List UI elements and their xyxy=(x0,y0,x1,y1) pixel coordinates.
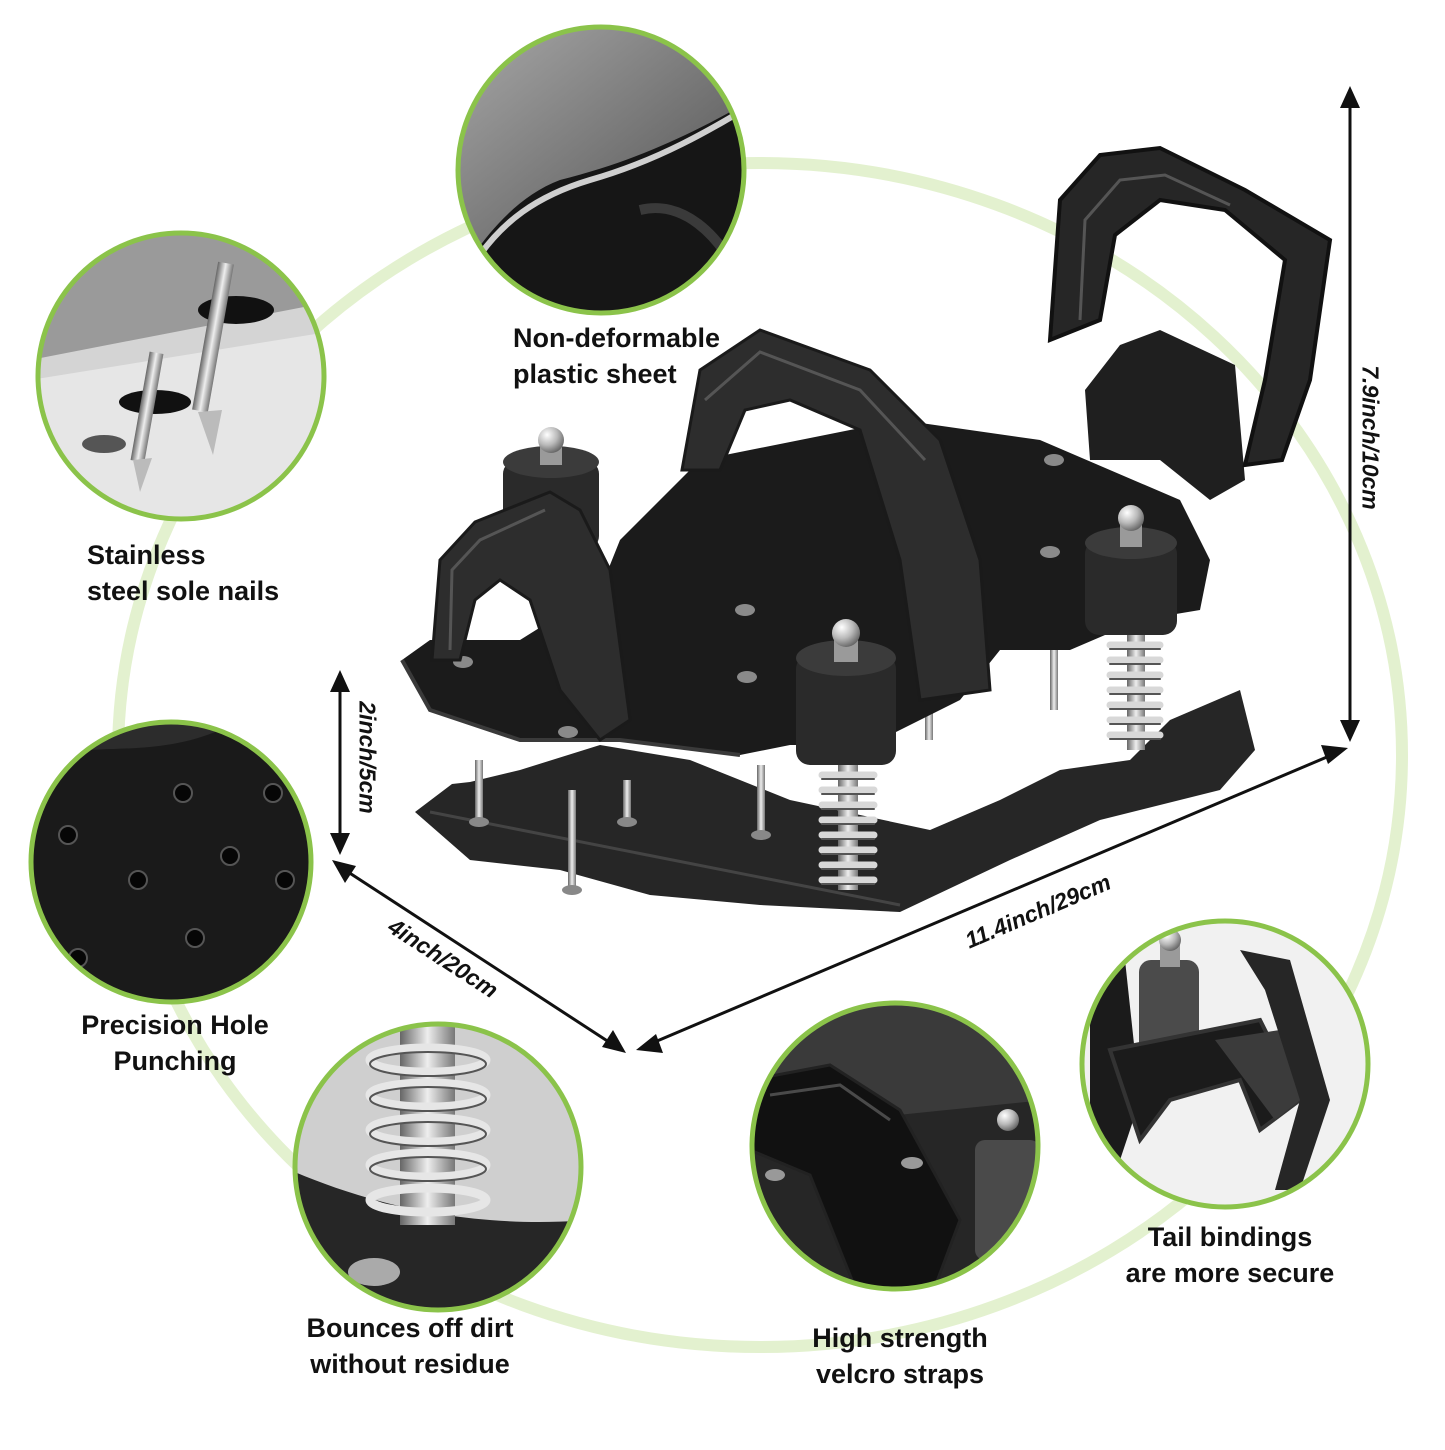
caption-sole-nails: Stainless steel sole nails xyxy=(87,537,279,609)
caption-line: Tail bindings xyxy=(1147,1222,1313,1252)
detail-spring xyxy=(295,1024,581,1310)
spring-housing-back xyxy=(1085,505,1177,635)
caption-line: Bounces off dirt xyxy=(306,1313,514,1343)
detail-velcro-straps xyxy=(752,1003,1038,1289)
tail-strap xyxy=(1047,145,1333,468)
caption-tail-binding: Tail bindings are more secure xyxy=(1085,1219,1375,1291)
detail-precision-holes xyxy=(31,722,311,1002)
caption-line: Punching xyxy=(113,1046,237,1076)
caption-precision-holes: Precision Hole Punching xyxy=(20,1007,330,1079)
caption-line: plastic sheet xyxy=(513,359,677,389)
caption-line: velcro straps xyxy=(815,1359,985,1389)
detail-ring-straps xyxy=(749,1000,1041,1292)
dimension-arrows xyxy=(330,86,1360,1053)
front-strap xyxy=(430,490,632,743)
caption-line: High strength xyxy=(812,1323,988,1353)
detail-plastic-sheet xyxy=(458,27,744,313)
bottom-plate xyxy=(415,690,1255,912)
caption-line: Non-deformable xyxy=(513,323,721,353)
spring-front xyxy=(818,760,878,890)
caption-velcro-straps: High strength velcro straps xyxy=(755,1320,1045,1392)
product-illustration xyxy=(400,145,1333,912)
detail-ring-tail xyxy=(1079,918,1371,1210)
caption-line: without residue xyxy=(310,1349,510,1379)
caption-spring: Bounces off dirt without residue xyxy=(260,1310,560,1382)
spring-back xyxy=(1106,630,1164,750)
dimension-spring-height-label: 2inch/5cm xyxy=(354,701,381,814)
spring-housing-front xyxy=(796,619,896,765)
detail-ring-plastic xyxy=(455,24,747,316)
detail-ring-spring xyxy=(292,1021,584,1313)
caption-line: are more secure xyxy=(1125,1258,1335,1288)
detail-ring-holes xyxy=(28,719,314,1005)
detail-sole-nails xyxy=(38,233,324,519)
heel-cup xyxy=(1085,330,1245,500)
caption-plastic-sheet: Non-deformable plastic sheet xyxy=(513,320,720,392)
middle-strap xyxy=(680,328,992,702)
caption-line: steel sole nails xyxy=(87,576,280,606)
dimension-height-label: 7.9inch/10cm xyxy=(1357,365,1384,510)
caption-line: Stainless xyxy=(87,540,206,570)
caption-line: Precision Hole xyxy=(81,1010,269,1040)
detail-ring-nails xyxy=(35,230,327,522)
plate-bolts xyxy=(453,454,1064,738)
